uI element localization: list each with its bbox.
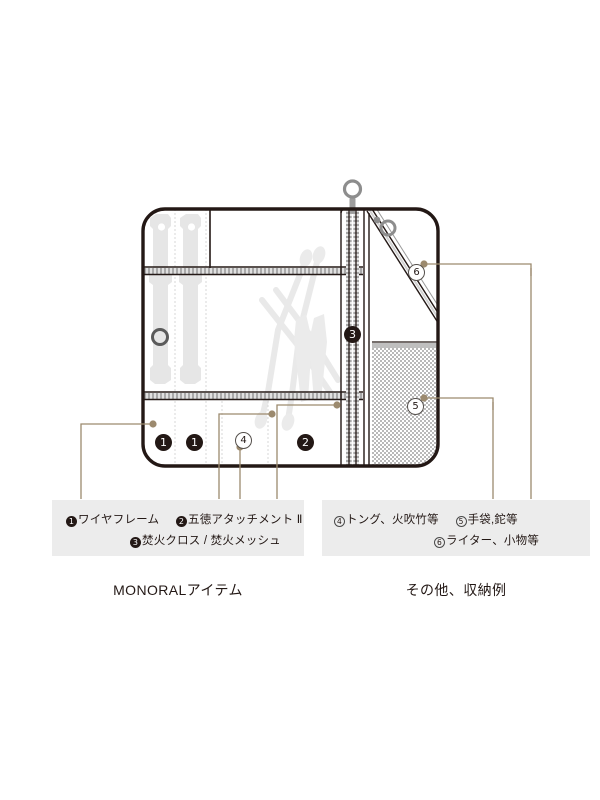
legend-panel-left bbox=[52, 500, 304, 556]
marker-1-left: 1 bbox=[155, 434, 172, 451]
marker-2: 2 bbox=[297, 434, 314, 451]
legend-label-2: 五徳アタッチメント Ⅱ bbox=[188, 514, 303, 526]
ghost-tool-heads bbox=[254, 246, 327, 431]
marker-5: 5 bbox=[407, 398, 424, 415]
legend-label-1: ワイヤフレーム bbox=[78, 514, 160, 526]
seam-lines bbox=[174, 209, 269, 466]
legend-badge-1: 1 bbox=[66, 516, 77, 527]
diagonal-zipper-ring bbox=[379, 219, 397, 237]
legend-badge-6: 6 bbox=[434, 537, 445, 548]
grommet-icon bbox=[151, 328, 169, 346]
ghost-tool-shapes bbox=[259, 255, 341, 423]
marker-1-right: 1 bbox=[186, 434, 203, 451]
case-illustration bbox=[80, 179, 532, 499]
legend-badge-4: 4 bbox=[334, 516, 345, 527]
legend-badge-5: 5 bbox=[455, 516, 467, 527]
marker-4: 4 bbox=[235, 432, 252, 449]
legend-badge-2: 2 bbox=[176, 516, 188, 527]
legend-label-6: ライター、小物等 bbox=[446, 535, 540, 547]
caption-left: MONORALアイテム bbox=[113, 582, 243, 598]
case-outline bbox=[141, 207, 440, 468]
upper-divider-band bbox=[143, 266, 363, 276]
legend-label-5: 手袋,鉈等 bbox=[467, 514, 518, 526]
legend-badge-3: 3 bbox=[130, 537, 141, 548]
mesh-pocket bbox=[372, 348, 438, 466]
marker-6: 6 bbox=[408, 264, 425, 281]
lower-divider-band bbox=[143, 391, 363, 401]
marker-3: 3 bbox=[344, 326, 361, 343]
caption-right: その他、収納例 bbox=[405, 582, 507, 598]
legend-label-4: トング、火吹竹等 bbox=[346, 514, 439, 526]
legend-label-3: 焚火クロス / 焚火メッシュ bbox=[142, 535, 281, 547]
leader-lines bbox=[80, 268, 532, 499]
legend-panel-right bbox=[322, 500, 590, 556]
